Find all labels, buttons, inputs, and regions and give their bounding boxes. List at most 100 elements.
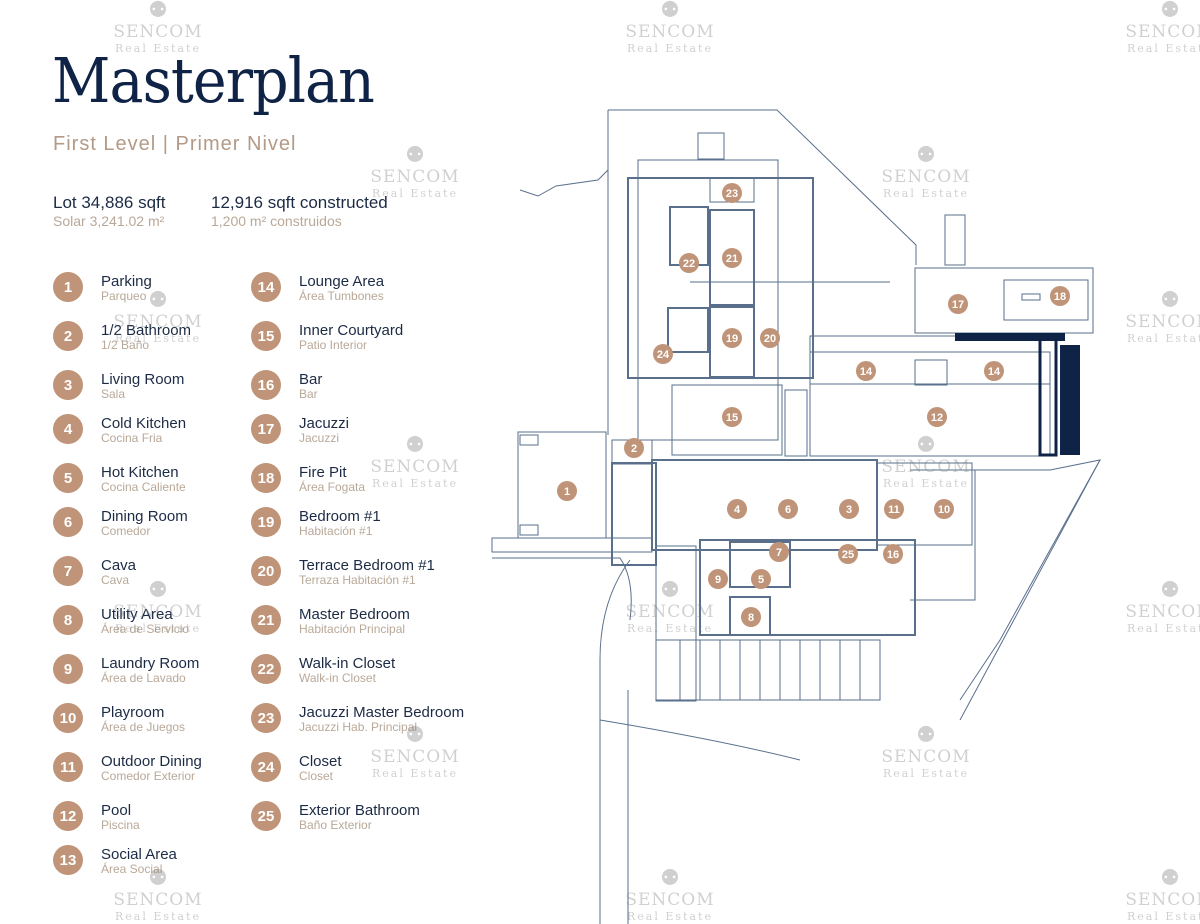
plan-marker-label: 17	[952, 299, 964, 311]
plan-marker-label: 3	[846, 504, 852, 516]
legend-label-en: Hot Kitchen	[101, 464, 179, 481]
legend-label-es: Cocina Fria	[101, 431, 163, 445]
legend-label-es: Patio Interior	[299, 338, 368, 352]
legend-badge: 8	[53, 605, 83, 635]
plan-marker	[751, 569, 771, 589]
legend-badge: 18	[251, 463, 281, 493]
lot-stat: Lot 34,886 sqft Solar 3,241.02 m²	[53, 193, 165, 229]
legend-label-en: Inner Courtyard	[299, 322, 404, 339]
plan-marker-label: 18	[1054, 291, 1066, 303]
legend-label-en: Master Bedroom	[299, 606, 410, 623]
plan-marker-label: 9	[715, 574, 721, 586]
legend-label-es: Walk-in Closet	[299, 671, 376, 685]
legend-label-en: Bedroom #1	[299, 508, 381, 525]
legend-label-es: Terraza Habitación #1	[299, 573, 416, 587]
level-subtitle: First Level | Primer Nivel	[53, 133, 297, 155]
legend-label-es: Baño Exterior	[299, 818, 372, 832]
plan-marker	[778, 499, 798, 519]
legend-label-es: Área Fogata	[299, 480, 366, 494]
legend-badge: 17	[251, 414, 281, 444]
plan-marker-label: 23	[726, 188, 738, 200]
plan-marker-label: 19	[726, 333, 738, 345]
plan-marker-label: 14	[988, 366, 1001, 378]
legend-label-es: Habitación #1	[299, 524, 373, 538]
legend-label-en: Lounge Area	[299, 273, 385, 290]
lot-size-en: Lot 34,886 sqft	[53, 193, 166, 212]
plan-marker	[934, 499, 954, 519]
plan-marker	[884, 499, 904, 519]
plan-marker	[760, 328, 780, 348]
legend-label-es: Closet	[299, 769, 334, 783]
legend-label-en: Laundry Room	[101, 655, 200, 672]
plan-marker-label: 24	[657, 349, 670, 361]
legend-badge: 10	[53, 703, 83, 733]
plan-marker-label: 25	[842, 549, 854, 561]
plan-marker	[927, 407, 947, 427]
plan-marker	[722, 407, 742, 427]
legend-label-es: Cava	[101, 573, 130, 587]
plan-marker-label: 5	[758, 574, 764, 586]
plan-marker	[883, 544, 903, 564]
legend-badge: 22	[251, 654, 281, 684]
plan-marker	[838, 544, 858, 564]
legend-label-en: Cold Kitchen	[101, 415, 187, 432]
plan-marker	[722, 183, 742, 203]
legend-badge: 15	[251, 321, 281, 351]
plan-marker	[769, 542, 789, 562]
legend-label-en: Dining Room	[101, 508, 188, 525]
legend-label-en: Social Area	[101, 846, 177, 863]
legend-badge: 6	[53, 507, 83, 537]
legend-label-en: Living Room	[101, 371, 185, 388]
page-title: Masterplan	[52, 44, 375, 117]
constructed-stat: 12,916 sqft constructed 1,200 m² constru…	[211, 193, 388, 229]
plan-marker	[741, 607, 761, 627]
constructed-en: 12,916 sqft constructed	[211, 193, 388, 212]
legend-label-en: Outdoor Dining	[101, 753, 202, 770]
legend-badge: 1	[53, 272, 83, 302]
legend-badge: 12	[53, 801, 83, 831]
legend-label-en: Fire Pit	[299, 464, 347, 481]
legend-badge: 3	[53, 370, 83, 400]
plan-marker	[839, 499, 859, 519]
plan-marker-label: 22	[683, 258, 695, 270]
legend-label-en: Parking	[101, 273, 152, 290]
plan-marker	[984, 361, 1004, 381]
legend-label-en: Cava	[101, 557, 137, 574]
legend-label-es: Cocina Caliente	[101, 480, 186, 494]
plan-marker	[557, 481, 577, 501]
legend-label-en: Closet	[299, 753, 342, 770]
plan-marker-label: 15	[726, 412, 738, 424]
legend-label-es: Jacuzzi Hab. Principal	[299, 720, 418, 734]
plan-marker	[722, 248, 742, 268]
legend-label-es: Área de Lavado	[101, 671, 186, 685]
plan-marker	[708, 569, 728, 589]
legend-label-en: Utility Area	[101, 606, 173, 623]
legend-label-es: Jacuzzi	[299, 431, 340, 445]
legend-badge: 9	[53, 654, 83, 684]
legend-badge: 5	[53, 463, 83, 493]
legend-label-es: Sala	[101, 387, 126, 401]
plan-marker-label: 10	[938, 504, 950, 516]
plan-marker	[624, 438, 644, 458]
plan-marker	[722, 328, 742, 348]
legend-badge: 25	[251, 801, 281, 831]
legend-label-en: Pool	[101, 802, 132, 819]
legend-badge: 4	[53, 414, 83, 444]
plan-marker-label: 21	[726, 253, 738, 265]
legend-label-es: Área de Servicio	[101, 622, 190, 636]
legend-badge: 13	[53, 845, 83, 875]
plan-marker-label: 2	[631, 443, 637, 455]
legend-label-es: Área Social	[101, 862, 163, 876]
legend-badge: 24	[251, 752, 281, 782]
legend-label-es: Área Tumbones	[299, 289, 384, 303]
plan-marker	[653, 344, 673, 364]
legend-badge: 20	[251, 556, 281, 586]
legend-badge: 16	[251, 370, 281, 400]
legend-badge: 14	[251, 272, 281, 302]
plan-marker-label: 14	[860, 366, 873, 378]
plan-marker-label: 20	[764, 333, 776, 345]
legend-badge: 7	[53, 556, 83, 586]
pool-edge-dark	[1060, 345, 1080, 455]
legend-badge: 19	[251, 507, 281, 537]
